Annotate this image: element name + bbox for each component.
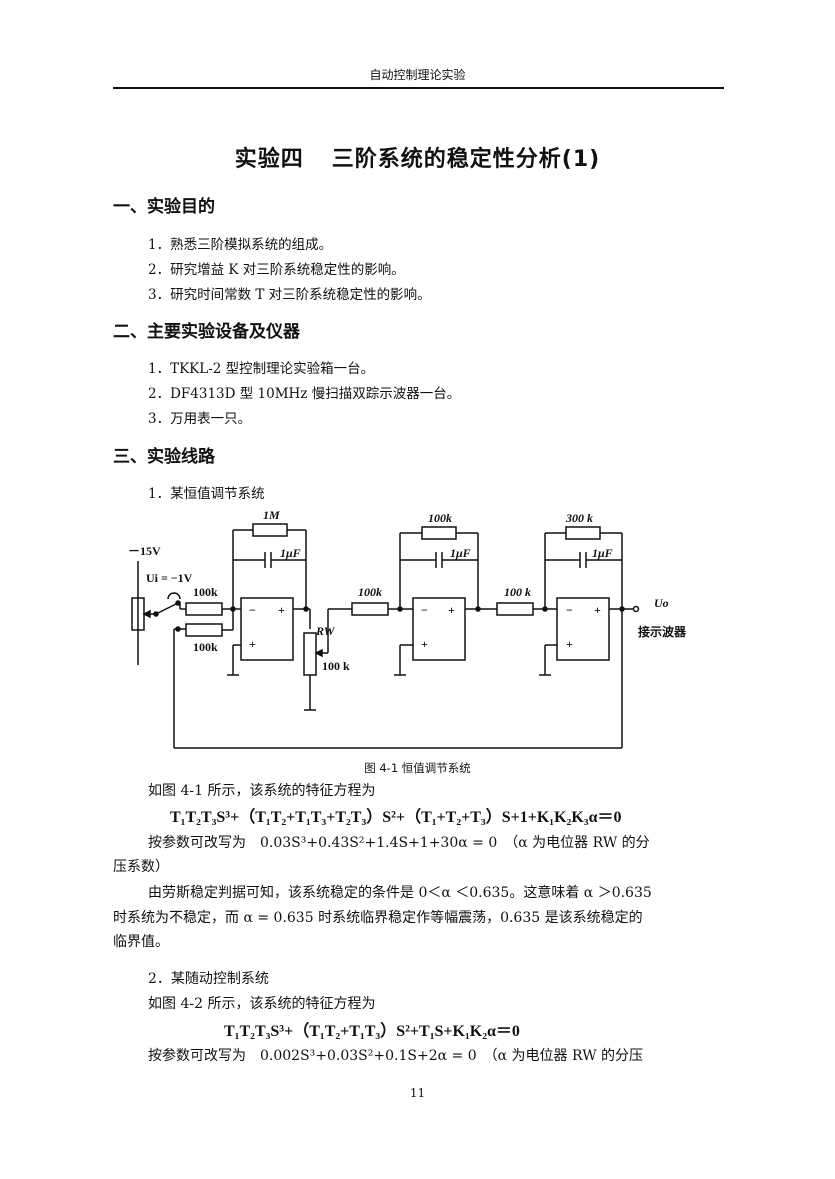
body-paragraph: 压系数） (113, 859, 169, 875)
body-paragraph: 按参数可改写为 0.03S³+0.43S²+1.4S+1+30α = 0 （α … (148, 835, 650, 851)
section-heading-purpose: 一、实验目的 (113, 197, 215, 217)
page-number: 11 (409, 1086, 426, 1100)
stage2-in-r: 100k (358, 585, 382, 599)
output-note: 接示波器 (638, 624, 687, 639)
section-heading-equipment: 二、主要实验设备及仪器 (113, 322, 300, 342)
list-item: 2．DF4313D 型 10MHz 慢扫描双踪示波器一台。 (148, 386, 461, 402)
characteristic-equation-1: T₁T₂T₃S³+（T₁T₂+T₁T₃+T₂T₃）S²+（T₁+T₂+T₃）S+… (170, 809, 622, 826)
characteristic-equation-2: T₁T₂T₃S³+（T₁T₂+T₁T₃）S²+T₁S+K₁K₂α＝0 (224, 1023, 520, 1040)
body-paragraph: 按参数可改写为 0.002S³+0.03S²+0.1S+2α = 0 （α 为电… (148, 1048, 644, 1064)
opamp2-minus: − (421, 603, 428, 617)
header-rule (113, 87, 724, 89)
stage3-in-r: 100 k (504, 585, 531, 599)
title-part2: 三阶系统的稳定性分析(1) (331, 147, 601, 172)
list-item: 2．某随动控制系统 (148, 971, 269, 987)
list-item: 1．TKKL-2 型控制理论实验箱一台。 (148, 361, 375, 377)
pot-value: 100 k (322, 659, 350, 673)
input-label: Ui = −1V (146, 571, 193, 585)
opamp2-plus: + (448, 603, 455, 617)
body-paragraph: 时系统为不稳定，而 α = 0.635 时系统临界稳定作等幅震荡，0.635 是… (113, 910, 643, 926)
body-paragraph: 临界值。 (113, 934, 169, 950)
stage1-in-r2: 100k (193, 640, 218, 654)
list-item: 1．熟悉三阶模拟系统的组成。 (148, 237, 333, 253)
opamp3-minus: − (566, 603, 573, 617)
opamp3-plus-in: + (566, 637, 573, 651)
list-item: 1．某恒值调节系统 (148, 486, 265, 502)
opamp1-plus: + (278, 603, 285, 617)
supply-label: －15V (128, 544, 161, 558)
stage1-in-r1: 100k (193, 585, 218, 599)
pot-name: RW (315, 624, 336, 638)
list-item: 3．万用表一只。 (148, 411, 252, 427)
output-label: Uo (654, 596, 669, 610)
body-paragraph: 由劳斯稳定判据可知，该系统稳定的条件是 0＜α ＜0.635。这意味着 α ＞0… (148, 885, 652, 901)
opamp1-plus-in: + (249, 637, 256, 651)
stage2-feedback-c: 1μF (450, 546, 471, 560)
stage1-feedback-c: 1μF (280, 546, 301, 560)
opamp3-plus: + (594, 603, 601, 617)
body-paragraph: 如图 4-2 所示，该系统的特征方程为 (148, 996, 376, 1012)
page-title: 实验四 三阶系统的稳定性分析(1) (0, 141, 835, 173)
stage2-feedback-r: 100k (428, 511, 452, 525)
stage3-feedback-c: 1μF (592, 546, 613, 560)
stage3-feedback-r: 300 k (565, 511, 593, 525)
running-header: 自动控制理论实验 (369, 68, 466, 82)
opamp1-minus: − (249, 603, 256, 617)
list-item: 2．研究增益 K 对三阶系统稳定性的影响。 (148, 262, 405, 278)
figure-caption: 图 4-1 恒值调节系统 (364, 761, 471, 775)
stage1-feedback-r: 1M (263, 508, 280, 522)
body-paragraph: 如图 4-1 所示，该系统的特征方程为 (148, 783, 376, 799)
list-item: 3．研究时间常数 T 对三阶系统稳定性的影响。 (148, 287, 431, 303)
title-part1: 实验四 (234, 147, 304, 172)
opamp2-plus-in: + (421, 637, 428, 651)
section-heading-circuit: 三、实验线路 (113, 447, 215, 467)
circuit-diagram: －15V Ui = −1V 100k 100k − + + (128, 508, 687, 749)
